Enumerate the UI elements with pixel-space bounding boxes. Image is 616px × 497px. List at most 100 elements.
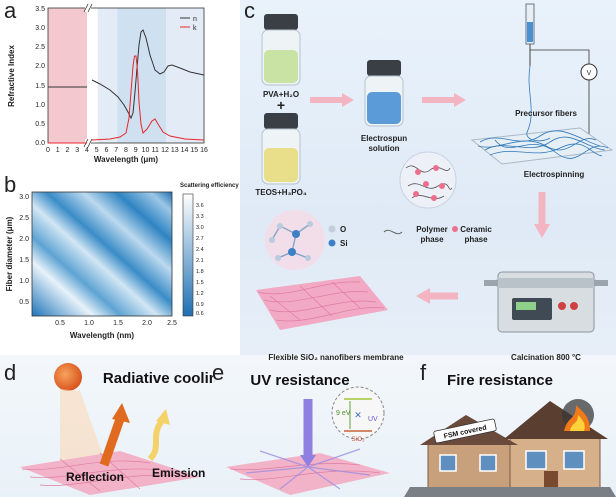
panel-b-chart: Scattering efficiency 3.6 3.3 3.0 2.7 2.…: [5, 183, 239, 340]
x-tick-labels: 0 1 2 3 4 5 6 7 8 9 10 11 12 13 14 15 16: [46, 147, 208, 154]
fire-icon: [562, 399, 594, 431]
svg-text:2.1: 2.1: [196, 258, 204, 264]
x-axis-label: Wavelength (nm): [70, 331, 134, 340]
fiber-zoom-circle: [399, 151, 457, 209]
ground: [404, 487, 616, 497]
ceramic-phase-symbol: [452, 226, 458, 232]
svg-text:3.0: 3.0: [19, 194, 29, 201]
ceramic-phase-label-l2: phase: [464, 235, 488, 244]
reflection-arrow: [99, 417, 125, 467]
svg-text:6: 6: [105, 147, 109, 154]
svg-text:7: 7: [114, 147, 118, 154]
reflection-arrowhead: [112, 403, 130, 423]
svg-text:0.5: 0.5: [35, 121, 45, 128]
voltage-symbol: V: [587, 70, 592, 77]
svg-text:2.0: 2.0: [19, 236, 29, 243]
svg-text:1.5: 1.5: [19, 257, 29, 264]
reflection-label: Reflection: [66, 470, 124, 484]
house: [420, 401, 608, 492]
polymer-phase-label-l2: phase: [420, 235, 444, 244]
panel-f-label: f: [420, 360, 427, 385]
ceramic-particles: [413, 165, 445, 201]
svg-text:2.5: 2.5: [167, 320, 177, 327]
calcination-label: Calcination 800 °C: [511, 353, 581, 362]
svg-text:9: 9: [134, 147, 138, 154]
panel-d-title: Radiative cooling: [103, 370, 215, 387]
svg-text:1.2: 1.2: [196, 291, 204, 297]
axis-break-mark: [83, 3, 93, 148]
nonabsorbing-region-shade: [48, 8, 87, 143]
sio2-molecule: [269, 221, 313, 261]
emission-arrowhead: [156, 409, 170, 425]
svg-text:1.0: 1.0: [19, 278, 29, 285]
tube-furnace: [484, 271, 608, 333]
svg-text:k: k: [193, 25, 197, 32]
svg-text:11: 11: [152, 147, 159, 154]
fsm-sign: [433, 418, 497, 444]
polymer-chains: [405, 165, 453, 199]
n-curve: [91, 29, 205, 120]
emission-label: Emission: [152, 466, 205, 480]
svg-text:2.0: 2.0: [35, 63, 45, 70]
teos-bottle: [261, 113, 301, 185]
svg-text:15: 15: [190, 147, 198, 154]
sun-icon: [54, 363, 82, 391]
arrow-calcine-head: [416, 288, 430, 304]
ceramic-phase-label-l1: Ceramic: [460, 225, 492, 234]
circuit-wire: [530, 49, 590, 140]
svg-text:0.0: 0.0: [35, 140, 45, 147]
svg-text:3.5: 3.5: [35, 6, 45, 13]
svg-text:8: 8: [124, 147, 128, 154]
pva-label: PVA+H₂O: [263, 90, 299, 99]
svg-text:16: 16: [200, 147, 208, 154]
svg-text:4: 4: [85, 147, 89, 154]
electrospun-label-line2: solution: [368, 144, 399, 153]
panel-e-title: UV resistance: [250, 372, 349, 389]
atmospheric-window-shade: [117, 8, 166, 143]
svg-text:2.5: 2.5: [35, 44, 45, 51]
svg-text:3.0: 3.0: [196, 225, 204, 231]
svg-text:2.0: 2.0: [142, 320, 152, 327]
svg-text:0.5: 0.5: [55, 320, 65, 327]
svg-text:1.0: 1.0: [84, 320, 94, 327]
y-axis-label: Fiber diameter (μm): [5, 216, 14, 291]
polymer-phase-label-l1: Polymer: [416, 225, 448, 234]
blocked-icon: ✕: [354, 410, 362, 420]
svg-text:3.6: 3.6: [196, 203, 204, 209]
svg-text:0: 0: [46, 147, 50, 154]
panel-a-label: a: [4, 0, 17, 23]
svg-text:2: 2: [66, 147, 70, 154]
svg-text:2.5: 2.5: [19, 215, 29, 222]
panel-f-illustration: Fire resistance FSM covered: [404, 372, 616, 497]
sio2-label: SiO₂: [351, 436, 365, 443]
y-tick-labels: 0.5 1.0 1.5 2.0 2.5 3.0: [19, 194, 29, 306]
svg-text:14: 14: [181, 147, 189, 154]
svg-text:1.0: 1.0: [35, 102, 45, 109]
electrospun-label-line1: Electrospun: [361, 134, 407, 143]
teos-label: TEOS+H₃PO₄: [255, 188, 306, 197]
membrane-label: Flexible SiO₂ nanofibers membrane: [268, 353, 404, 362]
emission-arrow: [147, 419, 165, 462]
svg-text:2.7: 2.7: [196, 236, 204, 242]
svg-text:5: 5: [95, 147, 99, 154]
heatmap-frame: [31, 191, 173, 317]
panel-e-illustration: UV resistance 9 eV UV SiO₂ ✕: [226, 372, 390, 495]
window-shade-left: [97, 8, 118, 143]
svg-text:n: n: [193, 16, 197, 23]
membrane-mat: [20, 451, 200, 495]
uv-beam-head: [300, 455, 316, 467]
arrow-mix-head: [342, 93, 354, 107]
svg-text:1.5: 1.5: [196, 280, 204, 286]
panel-d-illustration: Radiative cooling Reflection Emission: [20, 363, 215, 495]
arrow-down-head: [534, 224, 550, 238]
plot-frame: [47, 7, 205, 144]
arrow-spin-head: [454, 93, 466, 107]
x-axis-label: Wavelength (μm): [94, 155, 158, 164]
sio2-membrane: [256, 276, 388, 330]
uv-membrane: [226, 453, 390, 495]
y-axis-label: Refractive Index: [7, 45, 16, 107]
window-shade-right: [166, 8, 204, 143]
electrospinning-label: Electrospinning: [524, 170, 585, 179]
svg-text:1.8: 1.8: [196, 269, 204, 275]
polymer-phase-symbol: [383, 229, 403, 235]
